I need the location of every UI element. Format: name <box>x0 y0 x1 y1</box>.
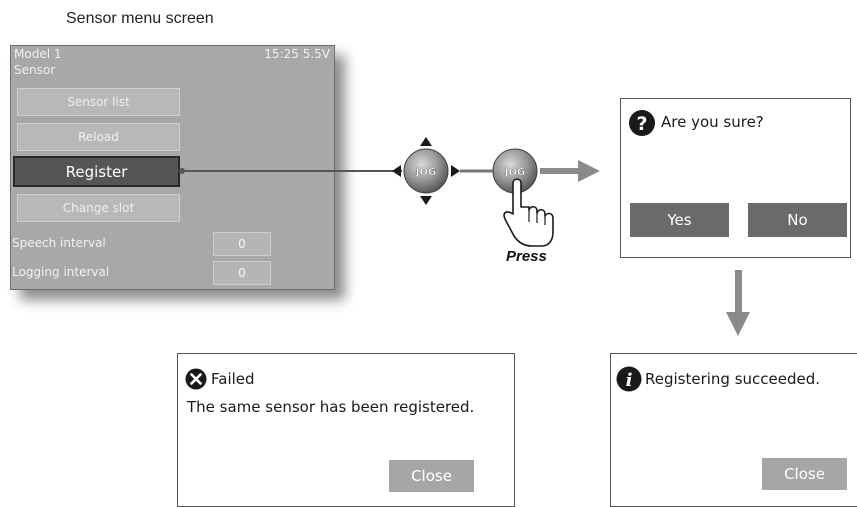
question-icon: ? <box>629 110 655 136</box>
close-button[interactable]: Close <box>762 458 847 490</box>
failed-title: Failed <box>211 370 255 388</box>
svg-text:i: i <box>626 370 633 391</box>
success-message: Registering succeeded. <box>645 370 821 388</box>
model-name: Model 1 <box>14 47 62 61</box>
arrow-down-icon <box>726 270 750 336</box>
jog-label-1: JOG <box>415 167 436 178</box>
logging-interval-value[interactable]: 0 <box>213 261 271 285</box>
screen-title: Sensor <box>14 63 56 77</box>
press-label: Press <box>506 248 547 265</box>
diagram-caption: Sensor menu screen <box>66 10 214 27</box>
pressing-hand-icon <box>503 178 554 247</box>
close-button[interactable]: Close <box>389 460 474 492</box>
register-connector-line <box>179 168 402 174</box>
speech-interval-value[interactable]: 0 <box>213 232 271 256</box>
error-icon <box>185 368 207 390</box>
svg-text:?: ? <box>636 113 647 135</box>
logging-interval-label: Logging interval <box>12 265 110 279</box>
status-readout: 15:25 5.5V <box>264 47 330 61</box>
reload-button[interactable]: Reload <box>17 123 180 151</box>
info-icon: i <box>616 366 642 392</box>
speech-interval-label: Speech interval <box>12 236 106 250</box>
no-button[interactable]: No <box>748 203 847 237</box>
confirm-dialog: ? Are you sure? Yes No <box>620 98 851 258</box>
failed-dialog: Failed The same sensor has been register… <box>177 353 515 507</box>
jog-label-2: JOG <box>504 167 525 178</box>
sensor-list-button[interactable]: Sensor list <box>17 88 180 116</box>
success-dialog: i Registering succeeded. Close <box>610 353 857 507</box>
change-slot-button[interactable]: Change slot <box>17 194 180 222</box>
register-button[interactable]: Register <box>13 156 180 187</box>
confirm-message: Are you sure? <box>661 113 764 131</box>
arrow-right-icon <box>540 160 600 182</box>
jog-dial-directions-icon <box>392 137 460 205</box>
sensor-menu-screen: Model 1 15:25 5.5V Sensor Sensor list Re… <box>10 45 335 290</box>
yes-button[interactable]: Yes <box>630 203 729 237</box>
failed-message: The same sensor has been registered. <box>187 398 475 416</box>
